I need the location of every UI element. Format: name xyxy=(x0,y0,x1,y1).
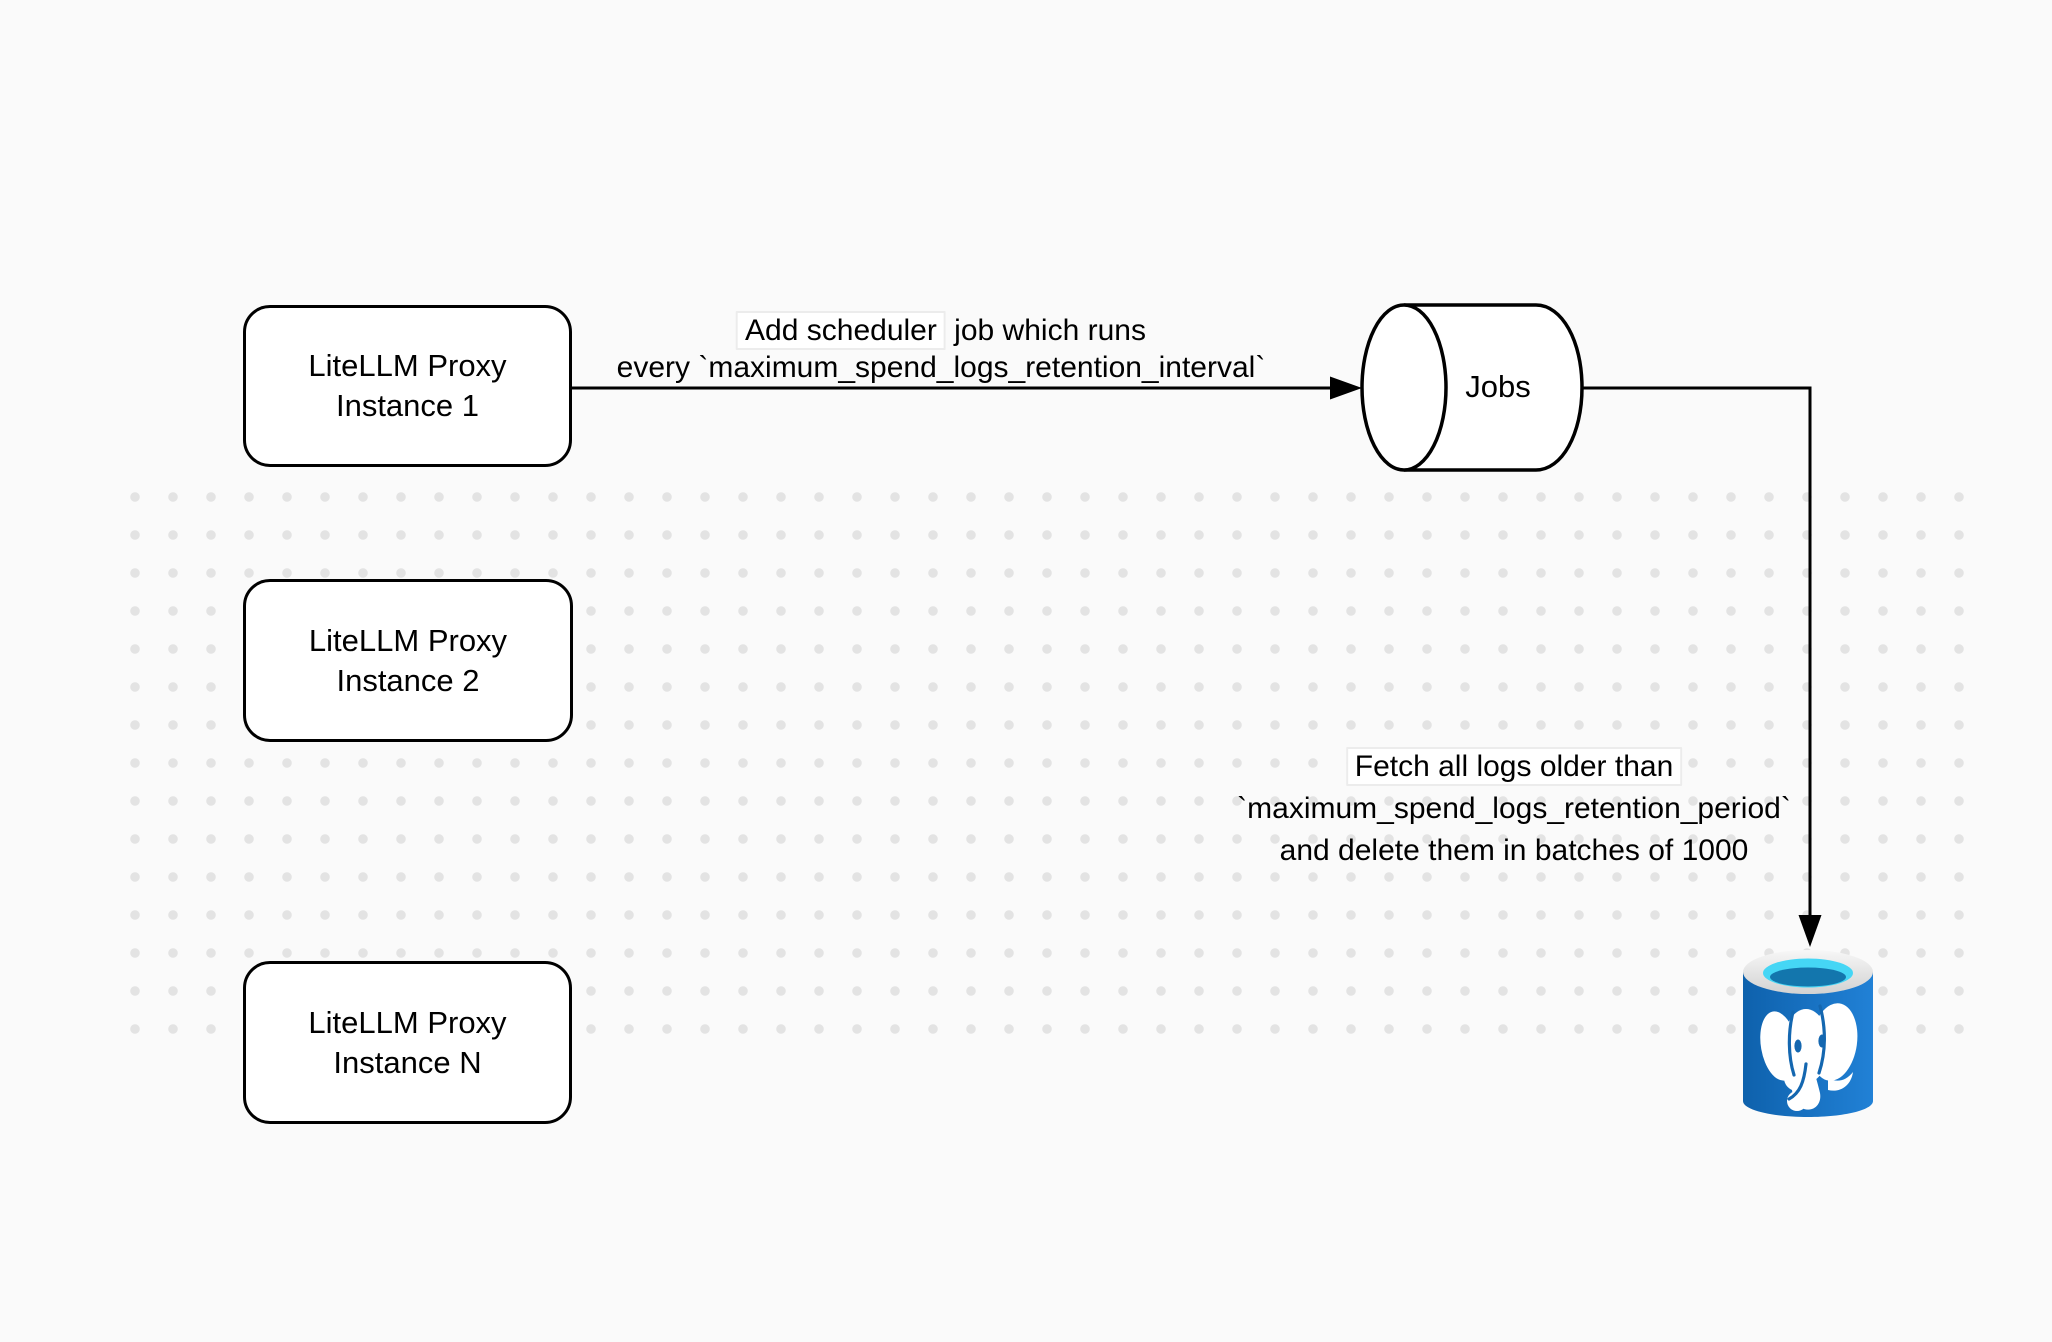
postgresql-database-icon xyxy=(1743,950,1873,1117)
edge-label-line: and delete them in batches of 1000 xyxy=(1279,834,1749,867)
node-litellm-proxy-instance-2: LiteLLM Proxy Instance 2 xyxy=(243,579,573,742)
edge-label-line: Fetch all logs older than xyxy=(1237,746,1791,788)
edge-label-fetch-delete: Fetch all logs older than `maximum_spend… xyxy=(1237,746,1791,872)
arrowhead-into-jobs xyxy=(1330,376,1362,400)
edge-label-text: job which runs xyxy=(945,314,1146,347)
postgres-elephant-icon xyxy=(1760,1003,1858,1111)
node-label-line: LiteLLM Proxy xyxy=(308,348,507,383)
node-label-line: Instance 2 xyxy=(336,662,480,698)
edge-label-line: every `maximum_spend_logs_retention_inte… xyxy=(616,351,1266,384)
jobs-cylinder-face xyxy=(1360,303,1448,472)
edge-label-line: `maximum_spend_logs_retention_period` xyxy=(1237,792,1791,825)
jobs-node-label: Jobs xyxy=(1465,369,1531,404)
edge-label-line: Add scheduler job which runs xyxy=(617,311,1266,350)
edge-label-highlight: Fetch all logs older than xyxy=(1345,747,1683,786)
elephant-eye xyxy=(1794,1039,1802,1053)
node-label-line: LiteLLM Proxy xyxy=(308,1004,507,1040)
edge-label-scheduler: Add scheduler job which runs every `maxi… xyxy=(616,311,1266,386)
cylinder-inner-shadow xyxy=(1770,967,1846,987)
node-litellm-proxy-instance-n: LiteLLM Proxy Instance N xyxy=(243,961,572,1124)
elephant-eye xyxy=(1818,1034,1826,1048)
edge-label-highlight: Add scheduler xyxy=(736,311,946,350)
node-label-line: Instance N xyxy=(333,1044,482,1080)
node-label-line: LiteLLM Proxy xyxy=(308,622,508,658)
node-label-line: Instance 1 xyxy=(335,388,480,423)
node-litellm-proxy-instance-1: LiteLLM Proxy Instance 1 xyxy=(243,305,572,467)
